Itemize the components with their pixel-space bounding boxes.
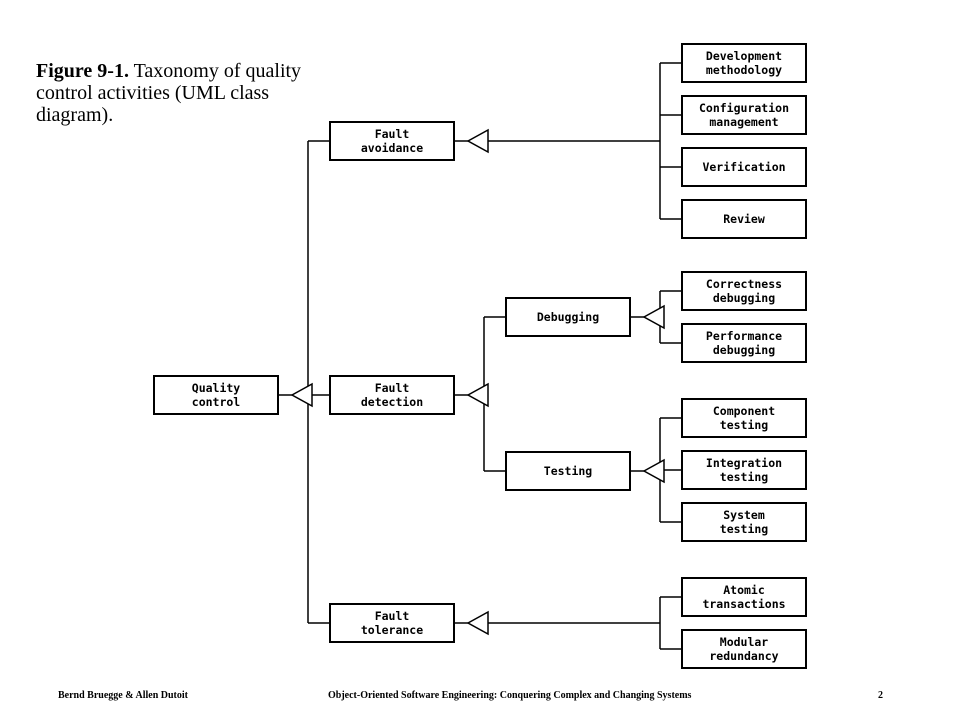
class-label-performance-debugging-line1: Performance	[706, 329, 782, 343]
class-label-quality-control-line2: control	[192, 395, 241, 409]
class-boxes: QualitycontrolFaultavoidanceFaultdetecti…	[153, 43, 807, 669]
class-box-frame	[681, 398, 807, 438]
class-label-component-testing-line1: Component	[713, 404, 775, 418]
class-box-frame	[505, 297, 631, 337]
class-box-frame	[681, 199, 807, 239]
generalization-arrow-fault-detection	[466, 382, 489, 408]
class-label-configuration-management-line1: Configuration	[699, 101, 789, 115]
class-box-frame	[681, 502, 807, 542]
class-label-performance-debugging-line2: debugging	[713, 343, 775, 357]
class-label-component-testing-line2: testing	[720, 418, 769, 432]
class-label-debugging-line1: Debugging	[537, 310, 599, 324]
class-box-frame	[153, 375, 279, 415]
class-label-correctness-debugging-line1: Correctness	[706, 277, 782, 291]
class-label-atomic-transactions-line2: transactions	[702, 597, 785, 611]
class-box-frame	[681, 629, 807, 669]
figure-caption: Figure 9-1. Taxonomy of quality control …	[36, 60, 336, 126]
class-box-frame	[681, 271, 807, 311]
generalization-arrow-debugging	[642, 304, 665, 330]
class-label-modular-redundancy-line1: Modular	[720, 635, 769, 649]
generalization-arrow-fault-avoidance	[466, 128, 489, 154]
class-box-frame	[681, 147, 807, 187]
class-box-frame	[681, 450, 807, 490]
class-box-frame	[329, 375, 455, 415]
generalization-arrowheads	[290, 128, 665, 636]
class-box-frame	[681, 95, 807, 135]
footer-page-number: 2	[878, 690, 883, 701]
class-box-verification: Verification	[681, 147, 807, 187]
figure-label: Figure 9-1.	[36, 60, 129, 82]
class-label-atomic-transactions-line1: Atomic	[723, 583, 765, 597]
class-label-review-line1: Review	[723, 212, 765, 226]
class-box-testing: Testing	[505, 451, 631, 491]
class-label-verification-line1: Verification	[702, 160, 785, 174]
class-label-correctness-debugging-line2: debugging	[713, 291, 775, 305]
class-box-debugging: Debugging	[505, 297, 631, 337]
class-box-frame	[505, 451, 631, 491]
footer-book-title: Object-Oriented Software Engineering: Co…	[328, 690, 692, 701]
class-label-testing-line1: Testing	[544, 464, 593, 478]
class-box-frame	[681, 43, 807, 83]
class-label-fault-tolerance-line2: tolerance	[361, 623, 423, 637]
class-label-system-testing-line2: testing	[720, 522, 769, 536]
class-label-fault-tolerance-line1: Fault	[375, 609, 410, 623]
generalization-arrow-testing	[642, 458, 665, 484]
class-label-configuration-management-line2: management	[709, 115, 778, 129]
class-label-fault-detection-line1: Fault	[375, 381, 410, 395]
class-label-integration-testing-line2: testing	[720, 470, 769, 484]
class-box-frame	[681, 577, 807, 617]
figure-caption-text: Taxonomy of quality control activities (…	[36, 60, 302, 126]
class-box-frame	[329, 603, 455, 643]
class-label-fault-avoidance-line1: Fault	[375, 127, 410, 141]
class-label-modular-redundancy-line2: redundancy	[709, 649, 778, 663]
class-label-integration-testing-line1: Integration	[706, 456, 782, 470]
class-box-review: Review	[681, 199, 807, 239]
generalization-arrow-fault-tolerance	[466, 610, 489, 636]
class-label-fault-avoidance-line2: avoidance	[361, 141, 423, 155]
footer-authors: Bernd Bruegge & Allen Dutoit	[58, 690, 188, 701]
class-label-system-testing-line1: System	[723, 508, 765, 522]
class-label-fault-detection-line2: detection	[361, 395, 423, 409]
generalization-arrow-quality-control	[290, 382, 313, 408]
class-label-development-methodology-line1: Development	[706, 49, 782, 63]
class-box-frame	[681, 323, 807, 363]
class-label-development-methodology-line2: methodology	[706, 63, 782, 77]
generalization-lines	[278, 62, 682, 650]
class-label-quality-control-line1: Quality	[192, 381, 241, 395]
class-box-frame	[329, 121, 455, 161]
